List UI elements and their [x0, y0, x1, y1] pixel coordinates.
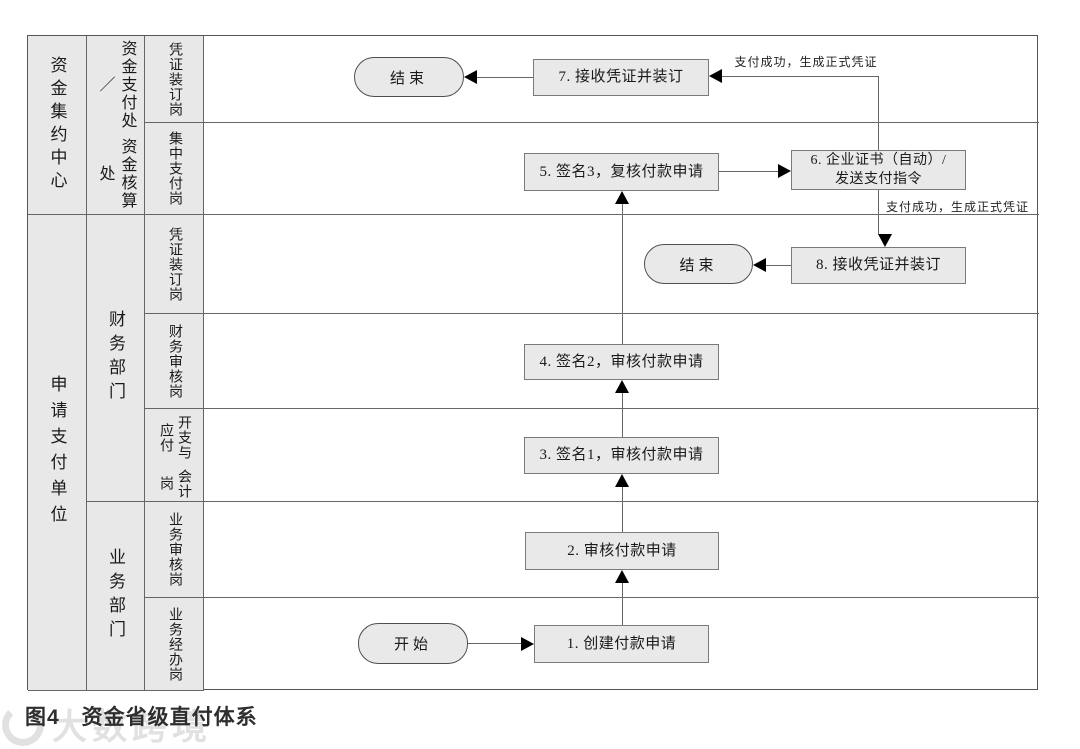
watermark-logo-icon — [2, 703, 44, 746]
lane-dept-finance-label: 财务部门 — [106, 310, 125, 406]
edge-step1-to-step2 — [622, 583, 623, 625]
edge-step4-to-step5 — [622, 204, 623, 344]
lane-role-expense-payable-accounting: 开支与应付 会计岗 — [145, 409, 204, 502]
lane-org-funds-center-label: 资金集约中心 — [47, 56, 67, 194]
edge-step2-to-step3 — [622, 487, 623, 532]
node-step6: 6. 企业证书（自动）/ 发送支付指令 — [791, 150, 966, 190]
lane-dept-pay-accounting-label: 资金支付处／ 资金核算处 — [94, 36, 138, 214]
watermark-text: 大数跨境 — [52, 708, 213, 747]
node-end-mid: 结束 — [644, 244, 753, 284]
lane-role-finance-audit-label: 财务审核岗 — [167, 323, 182, 399]
node-step4: 4. 签名2，审核付款申请 — [524, 344, 719, 380]
arrowhead-into-step1 — [521, 637, 534, 651]
edge-step8-to-end-mid — [766, 265, 791, 266]
arrowhead-into-step7 — [709, 69, 722, 83]
arrowhead-into-step3 — [615, 474, 629, 487]
lane-role-expense-payable-accounting-label: 开支与应付 会计岗 — [156, 409, 192, 501]
lane-role-business-audit: 业务审核岗 — [145, 502, 204, 598]
lane-role-business-handling-label: 业务经办岗 — [167, 606, 182, 682]
node-step7: 7. 接收凭证并装订 — [533, 59, 709, 96]
arrowhead-into-step8 — [878, 234, 892, 247]
lane-role-central-payment: 集中支付岗 — [145, 123, 204, 215]
lane-role-business-handling: 业务经办岗 — [145, 598, 204, 691]
lane-dept-business-label: 业务部门 — [106, 548, 125, 644]
lane-dept-business: 业务部门 — [87, 502, 145, 691]
lane-line-3 — [204, 313, 1039, 314]
lane-org-funds-center: 资金集约中心 — [28, 36, 87, 215]
lane-org-applicant: 申请支付单位 — [28, 215, 87, 691]
node-start: 开始 — [358, 623, 468, 664]
lane-role-voucher-binding-top-label: 凭证装订岗 — [167, 41, 182, 117]
edge-step5-to-step6 — [719, 171, 778, 172]
lane-line-4 — [204, 408, 1039, 409]
node-end-top: 结束 — [354, 57, 464, 97]
node-step8: 8. 接收凭证并装订 — [791, 247, 966, 284]
lane-role-voucher-binding-mid: 凭证装订岗 — [145, 215, 204, 314]
edge-start-to-step1 — [468, 643, 521, 644]
lane-role-voucher-binding-top: 凭证装订岗 — [145, 36, 204, 123]
arrowhead-into-step5 — [615, 191, 629, 204]
flowchart-frame: 资金集约中心 申请支付单位 资金支付处／ 资金核算处 财务部门 业务部门 凭证装… — [27, 35, 1039, 691]
node-step6-line1: 6. 企业证书（自动）/ — [810, 153, 947, 168]
lane-role-voucher-binding-mid-label: 凭证装订岗 — [167, 226, 182, 302]
arrowhead-into-step4 — [615, 380, 629, 393]
arrowhead-into-step2 — [615, 570, 629, 583]
dept-accounting-line2: 资金核算处 — [96, 137, 136, 210]
role-expense-line1: 开支与应付 — [158, 415, 191, 461]
lane-line-5 — [204, 501, 1039, 502]
edge-step3-to-step4 — [622, 393, 623, 437]
node-step2: 2. 审核付款申请 — [525, 532, 719, 570]
edge-step6-to-step7-vertical — [878, 76, 879, 150]
watermark: 大数跨境 — [2, 699, 212, 749]
lane-line-2 — [204, 214, 1039, 215]
dept-pay-line1: 资金支付处／ — [96, 39, 136, 130]
lane-dept-finance: 财务部门 — [87, 215, 145, 502]
lane-dept-pay-accounting: 资金支付处／ 资金核算处 — [87, 36, 145, 215]
node-step5: 5. 签名3，复核付款申请 — [524, 153, 719, 191]
lane-line-1 — [204, 122, 1039, 123]
role-expense-line2: 会计岗 — [158, 468, 191, 499]
edge-step6-to-step8 — [878, 190, 879, 234]
figure-caption: 图4 资金省级直付体系 — [25, 706, 258, 729]
lane-role-finance-audit: 财务审核岗 — [145, 314, 204, 409]
node-step6-line2: 发送支付指令 — [835, 172, 922, 187]
lane-role-central-payment-label: 集中支付岗 — [167, 131, 182, 206]
arrowhead-into-end-top — [464, 70, 477, 84]
edge-step6-to-step7-horizontal — [722, 76, 878, 77]
node-step1: 1. 创建付款申请 — [534, 625, 709, 663]
lane-org-applicant-label: 申请支付单位 — [47, 374, 67, 531]
lane-role-business-audit-label: 业务审核岗 — [167, 512, 182, 587]
edge-label-pay-success-mid: 支付成功，生成正式凭证 — [886, 200, 1030, 214]
arrowhead-into-step6 — [778, 164, 791, 178]
edge-step7-to-end-top — [477, 77, 533, 78]
edge-label-pay-success-top: 支付成功，生成正式凭证 — [734, 55, 878, 69]
arrowhead-into-end-mid — [753, 258, 766, 272]
lane-line-6 — [204, 597, 1039, 598]
node-step3: 3. 签名1，审核付款申请 — [524, 437, 719, 474]
